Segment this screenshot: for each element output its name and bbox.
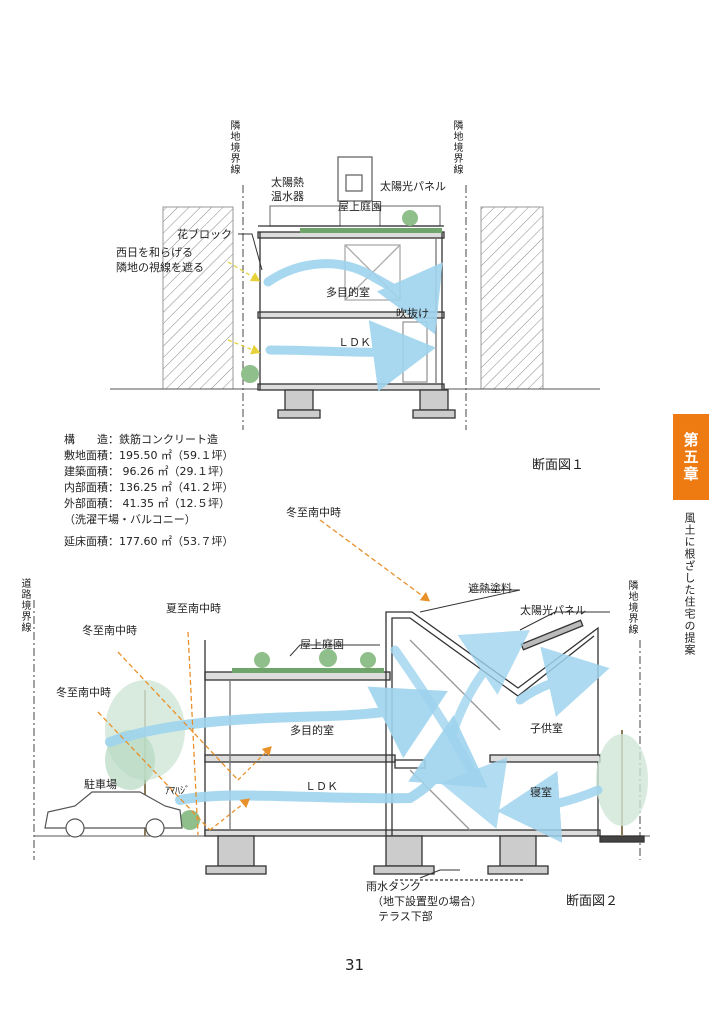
label-room-child: 子供室	[530, 722, 563, 735]
sun-reflect-upper	[237, 746, 272, 781]
roof-shrub-2c	[360, 652, 376, 668]
section-1	[110, 156, 600, 430]
neighbor-wall-right	[480, 206, 544, 390]
label-room-ldk-2: ＬＤＫ	[305, 780, 338, 793]
spec-interior-area: 内部面積：136.25 ㎡（41.２坪）	[64, 481, 234, 494]
roof-shrub-2a	[254, 652, 270, 668]
label-roof-garden-1: 屋上庭園	[338, 200, 382, 213]
shrub-2	[180, 810, 200, 830]
label-rain-tank-1: 雨水タンク	[366, 880, 421, 893]
page-number: 31	[344, 956, 365, 974]
airflow-1a	[263, 259, 443, 335]
leader-roof-garden	[289, 644, 380, 657]
label-roof-garden-2: 屋上庭園	[300, 638, 344, 651]
leader-rain-tank	[419, 869, 460, 879]
sun-ray-1b	[227, 339, 261, 355]
label-summer-noon: 夏至南中時	[166, 602, 221, 615]
car	[44, 791, 183, 838]
label-parking: 駐車場	[84, 778, 117, 791]
label-winter-noon-mid: 冬至南中時	[82, 624, 137, 637]
label-solar-panel-2: 太陽光パネル	[520, 604, 586, 617]
spec-exterior-note: （洗濯干場・バルコニー）	[64, 513, 196, 526]
airflow-2a	[105, 686, 448, 759]
caption-section-1: 断面図１	[532, 458, 585, 473]
spec-total-floor-area: 延床面積：177.60 ㎡（53.７坪）	[64, 535, 234, 548]
label-solar-heater-1: 太陽熱	[271, 176, 304, 189]
label-room-ldk-1: ＬＤＫ	[338, 336, 371, 349]
shrub-1	[241, 365, 259, 383]
leader-solar-panel	[519, 611, 610, 631]
boundary-label-1a: 隣地境界線	[228, 120, 239, 175]
spec-structure: 構 造：鉄筋コンクリート造	[64, 433, 218, 446]
green-roof-1	[300, 228, 442, 233]
green-roof-2	[232, 668, 384, 673]
label-rain-tank-2: （地下設置型の場合）	[372, 895, 482, 908]
leader-flower-block	[238, 233, 263, 271]
spec-exterior-area: 外部面積： 41.35 ㎡（12.５坪）	[64, 497, 230, 510]
leader-heat-coating	[419, 589, 521, 613]
section-2	[33, 519, 650, 881]
airflow-2f	[497, 771, 603, 843]
label-west-sun-1: 西日を和らげる	[116, 246, 193, 259]
boundary-label-2: 隣地境界線	[626, 580, 637, 635]
spec-site-area: 敷地面積：195.50 ㎡（59.１坪）	[64, 449, 234, 462]
sun-ray-winter-top	[319, 519, 431, 602]
label-winter-noon-top: 冬至南中時	[286, 506, 341, 519]
label-solar-panel-1: 太陽光パネル	[380, 180, 446, 193]
label-void: 吹抜け	[396, 307, 429, 320]
tree-right	[596, 730, 648, 836]
airflow-2c	[390, 645, 508, 829]
sun-ray-winter-mid	[117, 651, 239, 781]
label-heat-coating: 遮熱塗料	[468, 582, 512, 595]
airflow-2e	[515, 646, 610, 717]
label-rain-tank-3: テラス下部	[378, 910, 433, 923]
label-tree: ｱﾏﾊｼﾞ	[165, 786, 190, 797]
chapter-title: 風土に根ざした住宅の提案	[683, 512, 696, 656]
roof-shrub-2b	[319, 649, 337, 667]
label-flower-block: 花ブロック	[177, 228, 232, 241]
sun-ray-1a	[227, 261, 261, 282]
caption-section-2: 断面図２	[566, 894, 619, 909]
label-winter-noon-low: 冬至南中時	[56, 686, 111, 699]
road-boundary-label: 道路境界線	[19, 578, 30, 633]
sun-ray-winter-low	[97, 711, 211, 831]
boundary-label-1b: 隣地境界線	[451, 120, 462, 175]
building-spec: 構 造：鉄筋コンクリート造 敷地面積：195.50 ㎡（59.１坪） 建築面積：…	[64, 432, 233, 550]
label-room-multi-2: 多目的室	[290, 724, 334, 737]
spec-building-area: 建築面積： 96.26 ㎡（29.１坪）	[64, 465, 230, 478]
label-solar-heater-2: 温水器	[271, 190, 304, 203]
sun-ray-summer	[187, 631, 199, 836]
neighbor-wall-left	[162, 206, 234, 390]
airflow-2d	[447, 630, 530, 740]
label-room-bed: 寝室	[530, 786, 552, 799]
chapter-tab: 第五章	[673, 414, 709, 500]
airflow-1b	[265, 320, 436, 392]
roof-shrub-1	[402, 210, 418, 226]
building-2	[204, 611, 645, 881]
sun-reflect-lower	[209, 798, 251, 831]
label-room-multi-1: 多目的室	[326, 286, 370, 299]
label-west-sun-2: 隣地の視線を遮る	[116, 261, 204, 274]
